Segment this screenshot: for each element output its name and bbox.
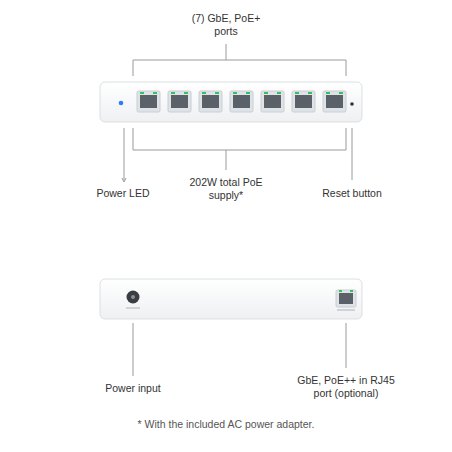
- port-callout: GbE, PoE++ in RJ45 port (optional): [290, 374, 402, 400]
- switch-front: [100, 82, 362, 122]
- spec-callout: 202W total PoE supply*: [178, 176, 274, 202]
- part-callout: Reset button: [312, 187, 392, 200]
- port-callout: (7) GbE, PoE+ ports: [185, 12, 267, 38]
- part-callout: Power input: [88, 382, 178, 395]
- part-callout: Power LED: [83, 187, 163, 200]
- caption: * With the included AC power adapter.: [76, 418, 376, 431]
- leader-lines: [122, 128, 352, 182]
- switch-back: [100, 279, 362, 319]
- bracket: [133, 44, 346, 76]
- leader-lines: [133, 323, 346, 376]
